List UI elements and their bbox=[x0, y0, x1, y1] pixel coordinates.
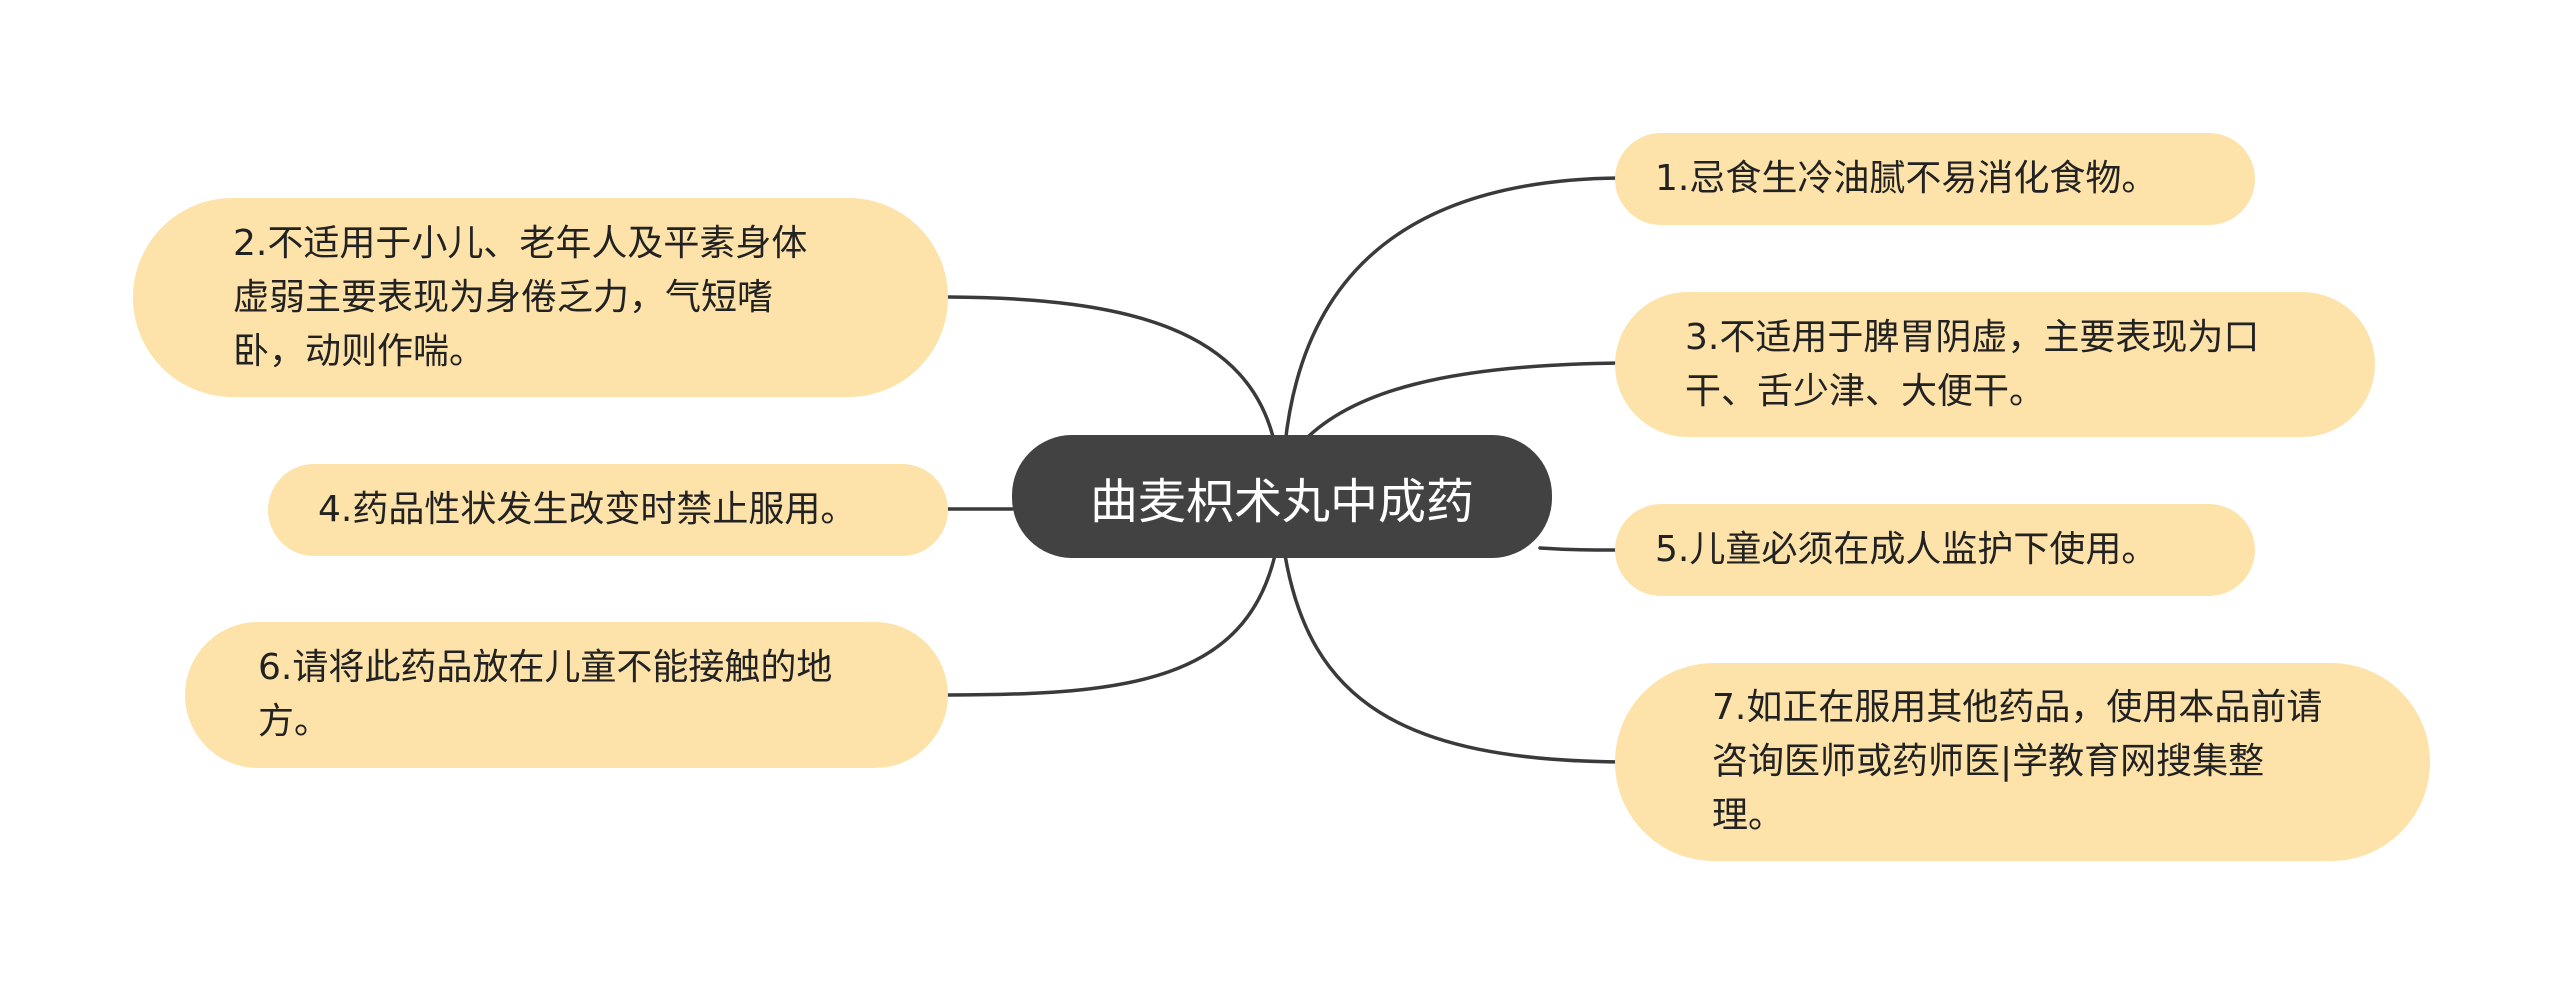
branch-node-7-label: 7.如正在服用其他药品，使用本品前请咨询医师或药师医|学教育网搜集整理。 bbox=[1712, 687, 2323, 836]
branch-node-6-label: 6.请将此药品放在儿童不能接触的地方。 bbox=[258, 647, 833, 742]
connector-to-branch-3 bbox=[1298, 361, 1622, 447]
branch-node-2-label: 2.不适用于小儿、老年人及平素身体虚弱主要表现为身倦乏力，气短嗜卧，动则作喘。 bbox=[233, 222, 808, 372]
branch-node-1-label: 1.忌食生冷油腻不易消化食物。 bbox=[1655, 158, 2158, 199]
central-topic-label: 曲麦枳术丸中成药 bbox=[1089, 473, 1474, 530]
branch-node-7[interactable]: 7.如正在服用其他药品，使用本品前请咨询医师或药师医|学教育网搜集整理。 bbox=[1615, 663, 2430, 861]
branch-node-6[interactable]: 6.请将此药品放在儿童不能接触的地方。 bbox=[185, 622, 948, 768]
connector-to-branch-1 bbox=[1283, 176, 1622, 447]
connector-to-branch-2 bbox=[946, 295, 1277, 447]
branch-node-5[interactable]: 5.儿童必须在成人监护下使用。 bbox=[1615, 504, 2255, 596]
branch-node-1[interactable]: 1.忌食生冷油腻不易消化食物。 bbox=[1615, 133, 2255, 225]
central-topic-node[interactable]: 曲麦枳术丸中成药 bbox=[1012, 435, 1552, 558]
connector-to-branch-7 bbox=[1283, 553, 1622, 764]
branch-node-4-label: 4.药品性状发生改变时禁止服用。 bbox=[318, 489, 857, 530]
branch-node-4[interactable]: 4.药品性状发生改变时禁止服用。 bbox=[268, 464, 948, 556]
branch-node-5-label: 5.儿童必须在成人监护下使用。 bbox=[1655, 529, 2158, 570]
connector-to-branch-6 bbox=[946, 553, 1277, 697]
branch-node-2[interactable]: 2.不适用于小儿、老年人及平素身体虚弱主要表现为身倦乏力，气短嗜卧，动则作喘。 bbox=[133, 198, 948, 397]
branch-node-3[interactable]: 3.不适用于脾胃阴虚，主要表现为口干、舌少津、大便干。 bbox=[1615, 292, 2375, 437]
branch-node-3-label: 3.不适用于脾胃阴虚，主要表现为口干、舌少津、大便干。 bbox=[1685, 316, 2260, 412]
connector-to-branch-5 bbox=[1538, 546, 1622, 552]
